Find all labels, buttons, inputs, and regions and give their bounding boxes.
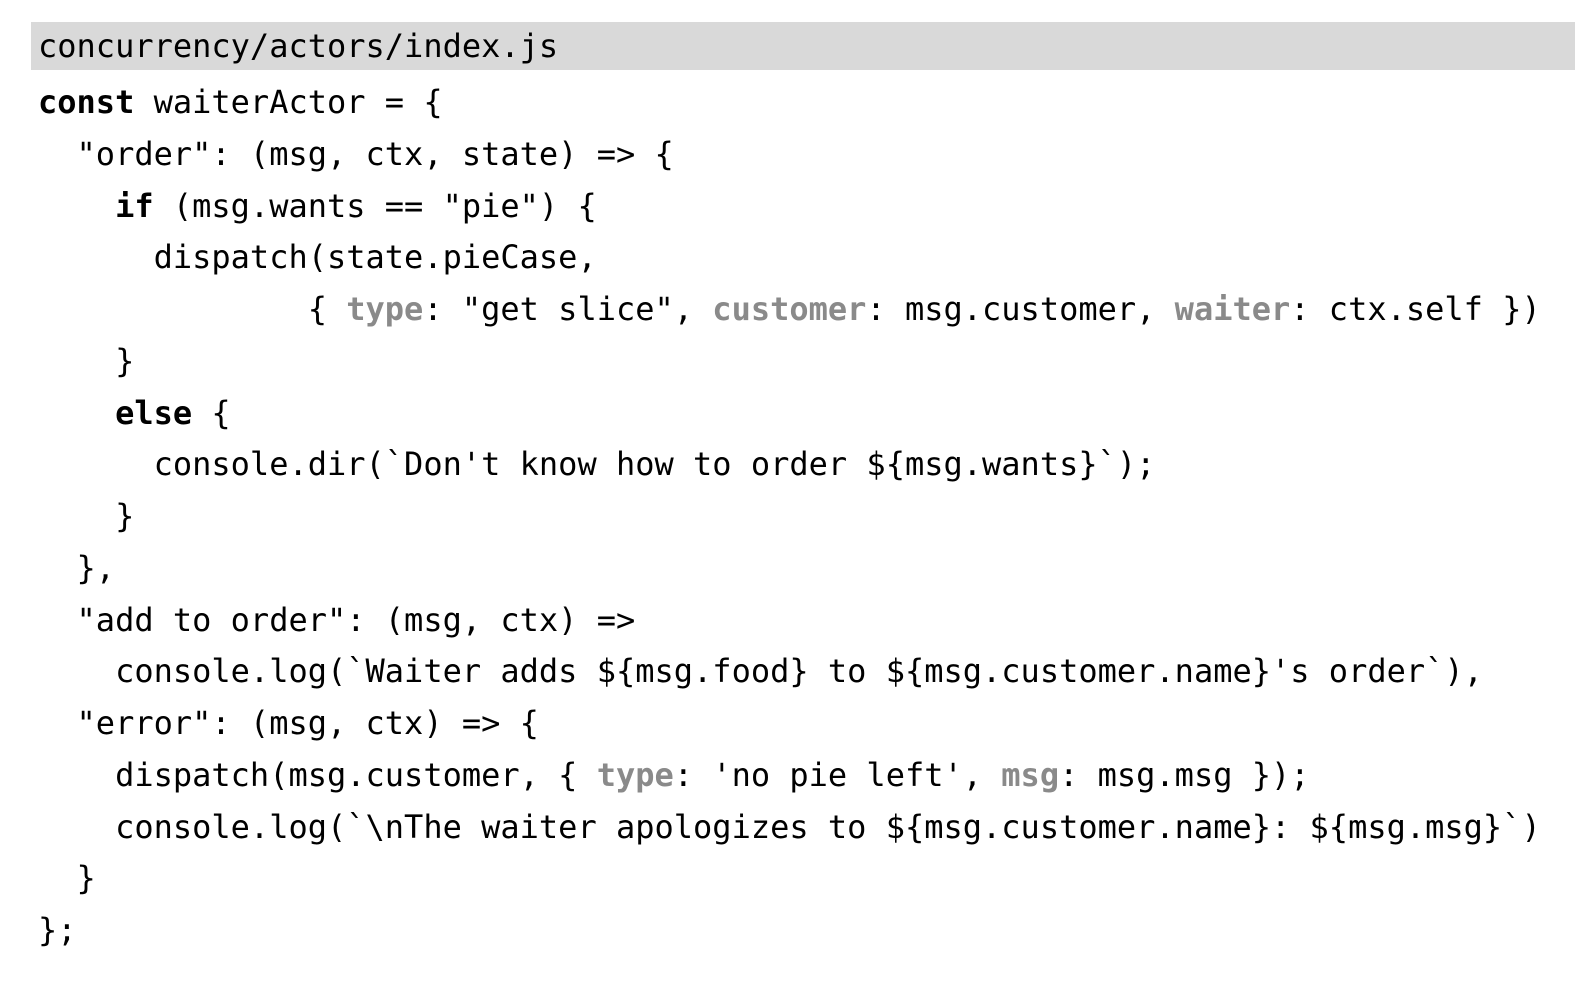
- code-object-key: type: [596, 755, 674, 794]
- code-text: {: [38, 290, 347, 328]
- code-text: : 'no pie left',: [673, 755, 1002, 794]
- code-line: dispatch(state.pieCase,: [38, 232, 1541, 284]
- code-text: }: [38, 497, 135, 535]
- code-text: : ctx.self }): [1290, 290, 1541, 328]
- code-text: }: [38, 341, 135, 380]
- code-line: "error": (msg, ctx) => {: [38, 698, 1541, 750]
- code-object-key: msg: [1001, 755, 1060, 794]
- code-line: },: [38, 543, 1541, 595]
- code-object-key: waiter: [1174, 290, 1291, 328]
- code-text: : "get slice",: [423, 290, 713, 328]
- code-text: "error": (msg, ctx) => {: [38, 704, 539, 742]
- code-line: { type: "get slice", customer: msg.custo…: [38, 284, 1541, 336]
- filename-header: concurrency/actors/index.js: [31, 22, 1575, 70]
- code-keyword: if: [115, 186, 154, 225]
- code-line: if (msg.wants == "pie") {: [38, 181, 1541, 233]
- code-object-key: type: [346, 290, 424, 328]
- code-text: "add to order": (msg, ctx) =>: [38, 600, 636, 639]
- code-text: [38, 187, 115, 225]
- code-text: "order": (msg, ctx, state) => {: [38, 134, 674, 173]
- code-line: console.log(`Waiter adds ${msg.food} to …: [38, 646, 1541, 698]
- code-line: dispatch(msg.customer, { type: 'no pie l…: [38, 750, 1541, 802]
- code-line: }: [38, 336, 1541, 388]
- code-block: const waiterActor = { "order": (msg, ctx…: [38, 77, 1541, 957]
- code-text: console.log(`\nThe waiter apologizes to …: [38, 807, 1541, 846]
- code-keyword: else: [115, 393, 193, 432]
- code-line: }: [38, 853, 1541, 905]
- code-line: console.log(`\nThe waiter apologizes to …: [38, 802, 1541, 854]
- code-text: (msg.wants == "pie") {: [153, 186, 597, 225]
- code-text: : msg.msg });: [1059, 755, 1310, 794]
- code-text: dispatch(state.pieCase,: [38, 238, 597, 277]
- code-line: else {: [38, 388, 1541, 440]
- code-text: console.dir(`Don't know how to order ${m…: [38, 445, 1156, 484]
- code-line: "add to order": (msg, ctx) =>: [38, 595, 1541, 647]
- code-text: console.log(`Waiter adds ${msg.food} to …: [38, 652, 1483, 691]
- code-line: };: [38, 905, 1541, 957]
- code-line: console.dir(`Don't know how to order ${m…: [38, 439, 1541, 491]
- code-line: const waiterActor = {: [38, 77, 1541, 129]
- code-line: "order": (msg, ctx, state) => {: [38, 129, 1541, 181]
- code-text: waiterActor = {: [134, 83, 443, 121]
- code-text: dispatch(msg.customer, {: [38, 755, 597, 794]
- filename: concurrency/actors/index.js: [38, 27, 559, 65]
- code-text: }: [38, 859, 96, 898]
- code-text: };: [38, 911, 77, 949]
- code-text: },: [38, 548, 116, 587]
- code-text: : msg.customer,: [866, 290, 1175, 328]
- code-line: }: [38, 491, 1541, 543]
- code-text: [38, 394, 115, 432]
- code-object-key: customer: [712, 290, 867, 328]
- code-text: {: [192, 393, 231, 432]
- code-keyword: const: [38, 83, 135, 121]
